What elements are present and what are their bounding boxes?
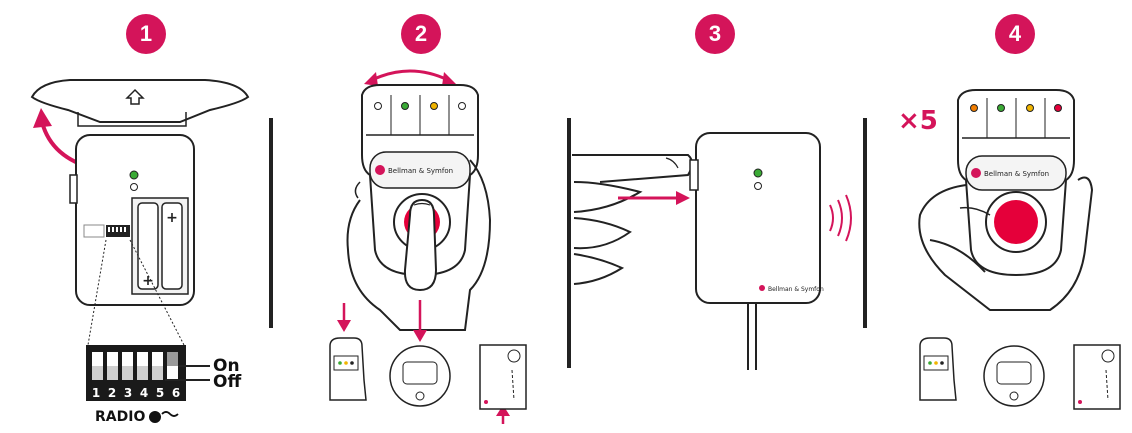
- dip-switch-enlarged: [86, 345, 210, 401]
- dip-number: 6: [171, 386, 181, 400]
- brand-label-2: Bellman & Symfon: [388, 167, 453, 175]
- svg-text:+: +: [166, 210, 178, 226]
- dip-number: 5: [155, 386, 165, 400]
- brand-label-4: Bellman & Symfon: [984, 170, 1049, 178]
- small-units-2: [329, 337, 527, 410]
- press-count-label: ×5: [898, 106, 938, 136]
- finger-press: [572, 154, 693, 285]
- battery-cover: [30, 79, 250, 127]
- transmitter-unit-4: Bellman & Symfon: [957, 89, 1075, 277]
- dip-off-label: Off: [213, 372, 242, 392]
- hand-press: [346, 159, 492, 331]
- press-arrow-icon: [337, 300, 510, 424]
- small-units-4: [919, 337, 1121, 410]
- radio-icon: [149, 411, 179, 423]
- dip-on-label: On: [213, 356, 240, 376]
- signal-waves-icon: [829, 194, 852, 242]
- radio-label: RADIO: [95, 409, 146, 425]
- upload-arrow-icon: [125, 88, 145, 105]
- divider-2: [567, 118, 571, 368]
- dip-number: 4: [139, 386, 149, 400]
- rotate-arrow-icon: [364, 69, 456, 86]
- receiver-back: + +: [69, 134, 195, 306]
- divider-3: [863, 118, 867, 328]
- step-badge-1: 1: [126, 14, 166, 54]
- dip-number-row: 1 2 3 4 5 6: [88, 386, 184, 400]
- dip-number: 2: [107, 386, 117, 400]
- svg-text:+: +: [142, 273, 154, 289]
- step-badge-3: 3: [695, 14, 735, 54]
- divider-1: [269, 118, 273, 328]
- dip-number: 3: [123, 386, 133, 400]
- step-badge-4: 4: [995, 14, 1035, 54]
- hand-hold: [918, 176, 1094, 311]
- dip-number: 1: [91, 386, 101, 400]
- step-badge-2: 2: [401, 14, 441, 54]
- brand-label-3: Bellman & Symfon: [768, 286, 824, 293]
- receiver-front: Bellman & Symfon: [689, 132, 824, 370]
